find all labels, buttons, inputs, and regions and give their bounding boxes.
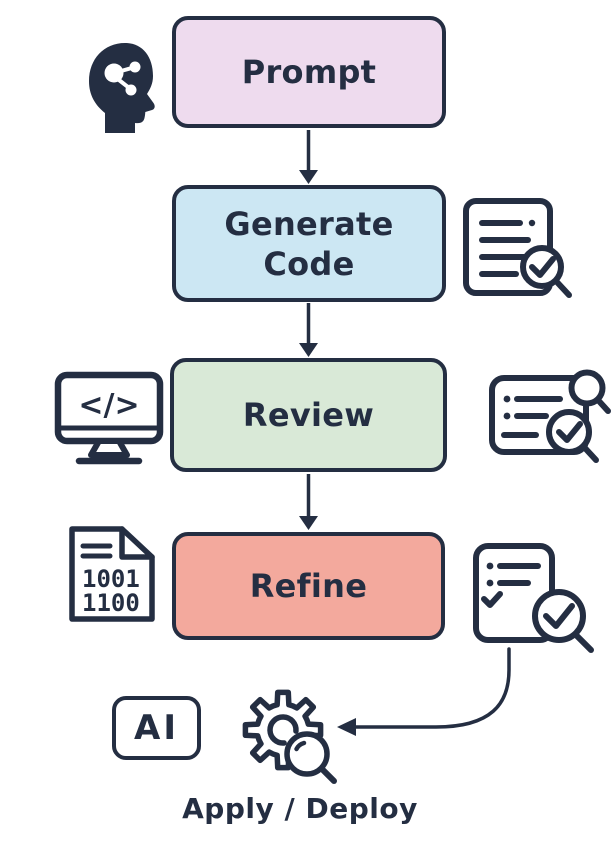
node-prompt: Prompt [172, 16, 446, 128]
node-label: Generate Code [224, 204, 394, 283]
node-review: Review [170, 358, 447, 472]
curved-arrow-refine-to-deploy [337, 647, 511, 736]
binary-line-2: 1100 [82, 589, 140, 617]
code-brackets-glyph: </> [78, 388, 139, 423]
checklist-search-icon [486, 358, 612, 466]
node-label: Refine [249, 567, 368, 605]
binary-file-icon: 1001 1100 [62, 525, 162, 623]
arrow-prompt-to-generate [299, 130, 318, 184]
node-generate-code: Generate Code [172, 185, 446, 302]
document-check-icon [458, 195, 576, 303]
apply-deploy-label: Apply / Deploy [182, 792, 418, 825]
arrow-generate-to-review [299, 303, 318, 357]
node-label: Review [242, 396, 375, 434]
gear-search-icon [232, 684, 342, 784]
arrow-review-to-refine [299, 474, 318, 530]
checklist-verified-icon [470, 542, 598, 654]
ai-chip-label: AI [134, 708, 179, 748]
ai-chip-icon: AI [112, 696, 201, 760]
node-label: Prompt [241, 53, 377, 91]
head-network-icon [78, 40, 178, 136]
binary-line-1: 1001 [82, 565, 140, 593]
monitor-code-icon: </> [53, 370, 165, 466]
node-refine: Refine [172, 532, 445, 640]
